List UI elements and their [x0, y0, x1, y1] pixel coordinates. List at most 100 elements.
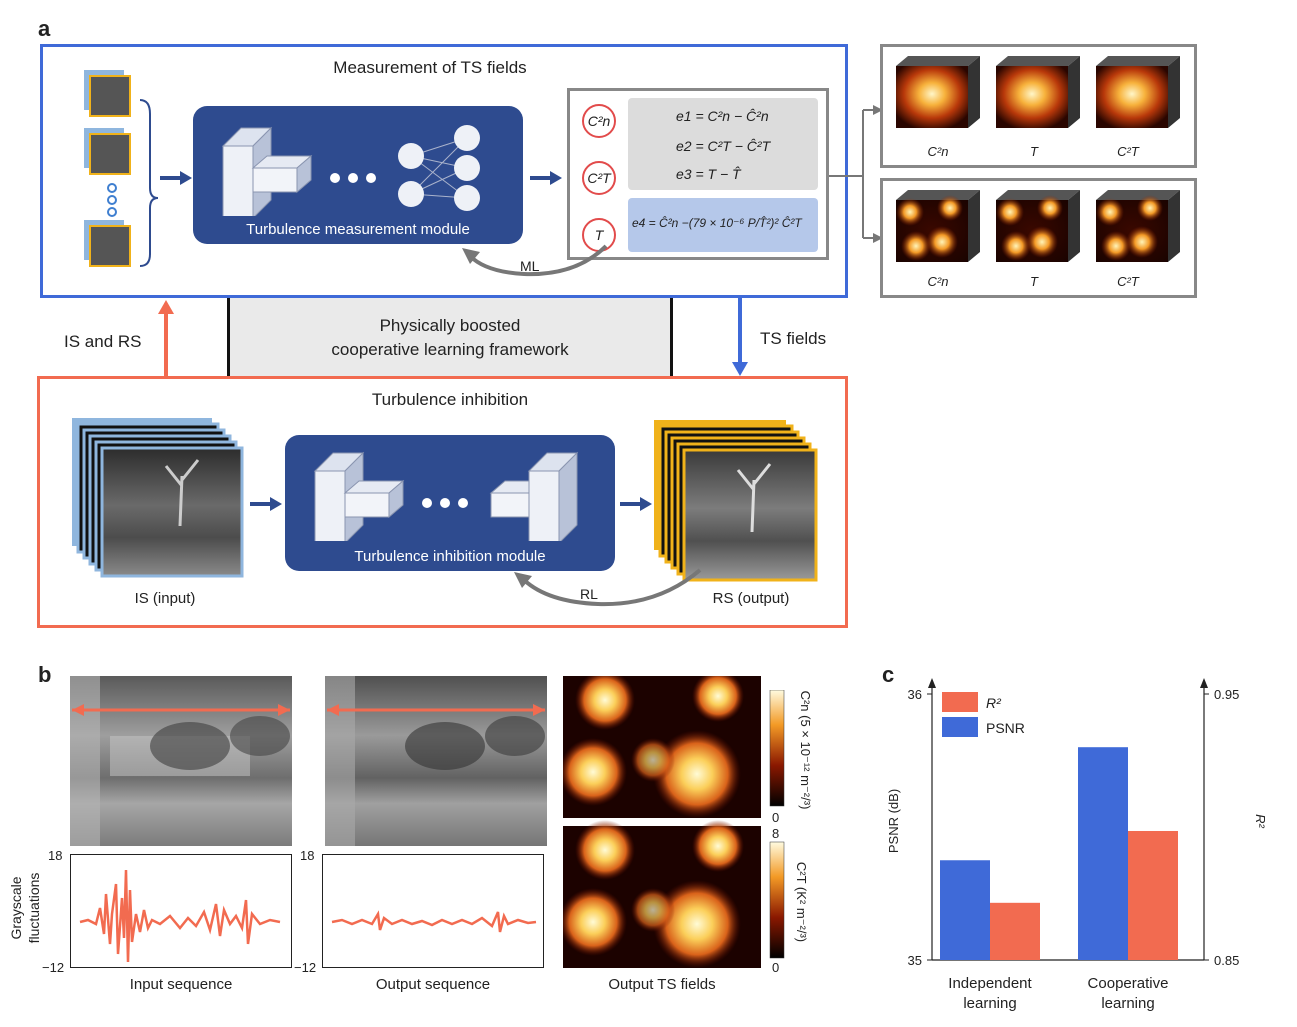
heatmap-cn2 [563, 676, 761, 818]
legend-label-psnr: PSNR [986, 720, 1025, 736]
colorbars [769, 690, 785, 959]
heatmap-ct2 [563, 820, 761, 968]
is-input-stack [72, 418, 244, 578]
field-top-label-2: T [1030, 144, 1038, 159]
framework-line1: Physically boosted [379, 316, 521, 335]
rs-output-label: RS (output) [712, 590, 790, 607]
cube-bottom-cn2 [896, 190, 980, 262]
cbar1-tick-0: 0 [772, 810, 780, 825]
category-label: Cooperative [1088, 975, 1169, 992]
cbar2-label: C²T (K² m⁻²/³) [794, 861, 809, 943]
is-input-label: IS (input) [134, 590, 196, 607]
rl-label: RL [580, 586, 598, 602]
equation-e1: e1 = C²n − Ĉ²n [676, 108, 769, 124]
inhibition-title: Turbulence inhibition [371, 390, 529, 409]
bar-psnr [940, 860, 990, 960]
cube-top-cn2 [896, 56, 980, 128]
rl-feedback-arrow [514, 568, 702, 607]
inhibition-box [37, 376, 848, 628]
frame-stack-1 [84, 70, 131, 117]
inhibition-module: Turbulence inhibition module [285, 435, 615, 571]
var-ct2: C²T [582, 161, 616, 195]
inhibition-network-diagram [313, 451, 579, 541]
field-box-bottom [880, 178, 1197, 298]
left-tick-label: 36 [908, 687, 922, 702]
panel-letter-a: a [38, 16, 51, 41]
input-frame-image [70, 676, 292, 846]
measurement-title: Measurement of TS fields [333, 58, 527, 77]
right-tick-label: 0.85 [1214, 953, 1239, 968]
measurement-box [40, 44, 848, 298]
cbar1-label: C²n (5 × 10⁻¹² m⁻²/³) [798, 690, 813, 810]
arrows-to-field-boxes [829, 105, 883, 243]
measurement-input-frames [84, 70, 158, 267]
field-bottom-label-3: C²T [1117, 274, 1139, 289]
left-axis-label: PSNR (dB) [886, 789, 901, 853]
arrow-to-measurement-module [160, 171, 192, 185]
equation-e4: e4 = Ĉ²n −(79 × 10⁻⁶ P/T̂²)² Ĉ²T [632, 216, 802, 230]
input-fluctuation-plot [70, 854, 292, 968]
inhibition-module-label: Turbulence inhibition module [354, 548, 546, 565]
ts-field-heatmaps [563, 676, 761, 968]
output-sequence-caption: Output sequence [375, 976, 491, 993]
ts-fields-arrow [732, 298, 748, 376]
bar-psnr [1078, 747, 1128, 960]
ts-fields-label: TS fields [760, 329, 827, 348]
equation-box [567, 88, 829, 260]
bar-r2 [1128, 830, 1178, 960]
legend-swatch-r2 [942, 692, 978, 712]
cube-top-t [996, 56, 1080, 128]
input-sequence-caption: Input sequence [129, 976, 233, 993]
cbar1-tick-8: 8 [772, 826, 780, 841]
arrow-to-equations [530, 171, 562, 185]
grayscale-ylabel-1: Grayscale [8, 876, 24, 940]
right-axis-label: R² [1253, 814, 1268, 828]
category-label: learning [963, 995, 1016, 1012]
cube-bottom-ct2 [1096, 190, 1180, 262]
measurement-module: Turbulence measurement module [193, 106, 523, 244]
field-cubes-bottom [896, 190, 1180, 262]
right-axis-arrow [1200, 678, 1208, 688]
arrow-to-inhibition-module [250, 497, 282, 511]
ts-fields-caption: Output TS fields [608, 976, 716, 993]
output-fluctuation-line [331, 910, 537, 933]
cbar2-tick-0: 0 [772, 960, 780, 975]
field-cubes-top [896, 56, 1180, 128]
rs-output-stack [654, 420, 818, 582]
cube-top-ct2 [1096, 56, 1180, 128]
field-bottom-label-2: T [1030, 274, 1038, 289]
panel-letter-b: b [38, 662, 52, 687]
frame-stack-3 [84, 220, 131, 267]
colorbar-ct2 [769, 841, 785, 959]
equation-e4-box: e4 = Ĉ²n −(79 × 10⁻⁶ P/T̂²)² Ĉ²T [628, 198, 818, 252]
left-tick-label: 35 [908, 953, 922, 968]
ml-label: ML [520, 258, 540, 274]
left-axis-arrow [928, 678, 936, 688]
panel-letter-c: c [882, 662, 895, 687]
is-rs-arrow [158, 300, 174, 378]
equations-e1-e3: e1 = C²n − Ĉ²n e2 = C²T − Ĉ²T e3 = T − T… [628, 98, 818, 190]
field-top-label-1: C²n [927, 144, 949, 159]
output-ytick-bottom: −12 [294, 960, 317, 975]
var-cn2: C²n [582, 104, 616, 138]
field-top-label-3: C²T [1117, 144, 1139, 159]
framework-line2: cooperative learning framework [331, 340, 569, 359]
legend-swatch-psnr [942, 717, 978, 737]
bar-r2 [990, 902, 1040, 960]
cube-bottom-t [996, 190, 1080, 262]
legend-label-r2: R² [986, 695, 1002, 711]
ml-feedback-arrow [462, 244, 608, 277]
field-bottom-label-1: C²n [927, 274, 949, 289]
measurement-module-label: Turbulence measurement module [246, 221, 470, 238]
category-label: Independent [948, 975, 1032, 992]
right-tick-label: 0.95 [1214, 687, 1239, 702]
field-box-top [880, 44, 1197, 168]
input-ytick-top: 18 [48, 848, 63, 863]
framework-box [227, 298, 673, 378]
output-frame-image [325, 676, 547, 846]
frame-stack-2 [84, 128, 131, 175]
input-fluctuation-line [79, 869, 281, 963]
network-diagram [221, 125, 480, 216]
arrow-to-rs-output [620, 497, 652, 511]
